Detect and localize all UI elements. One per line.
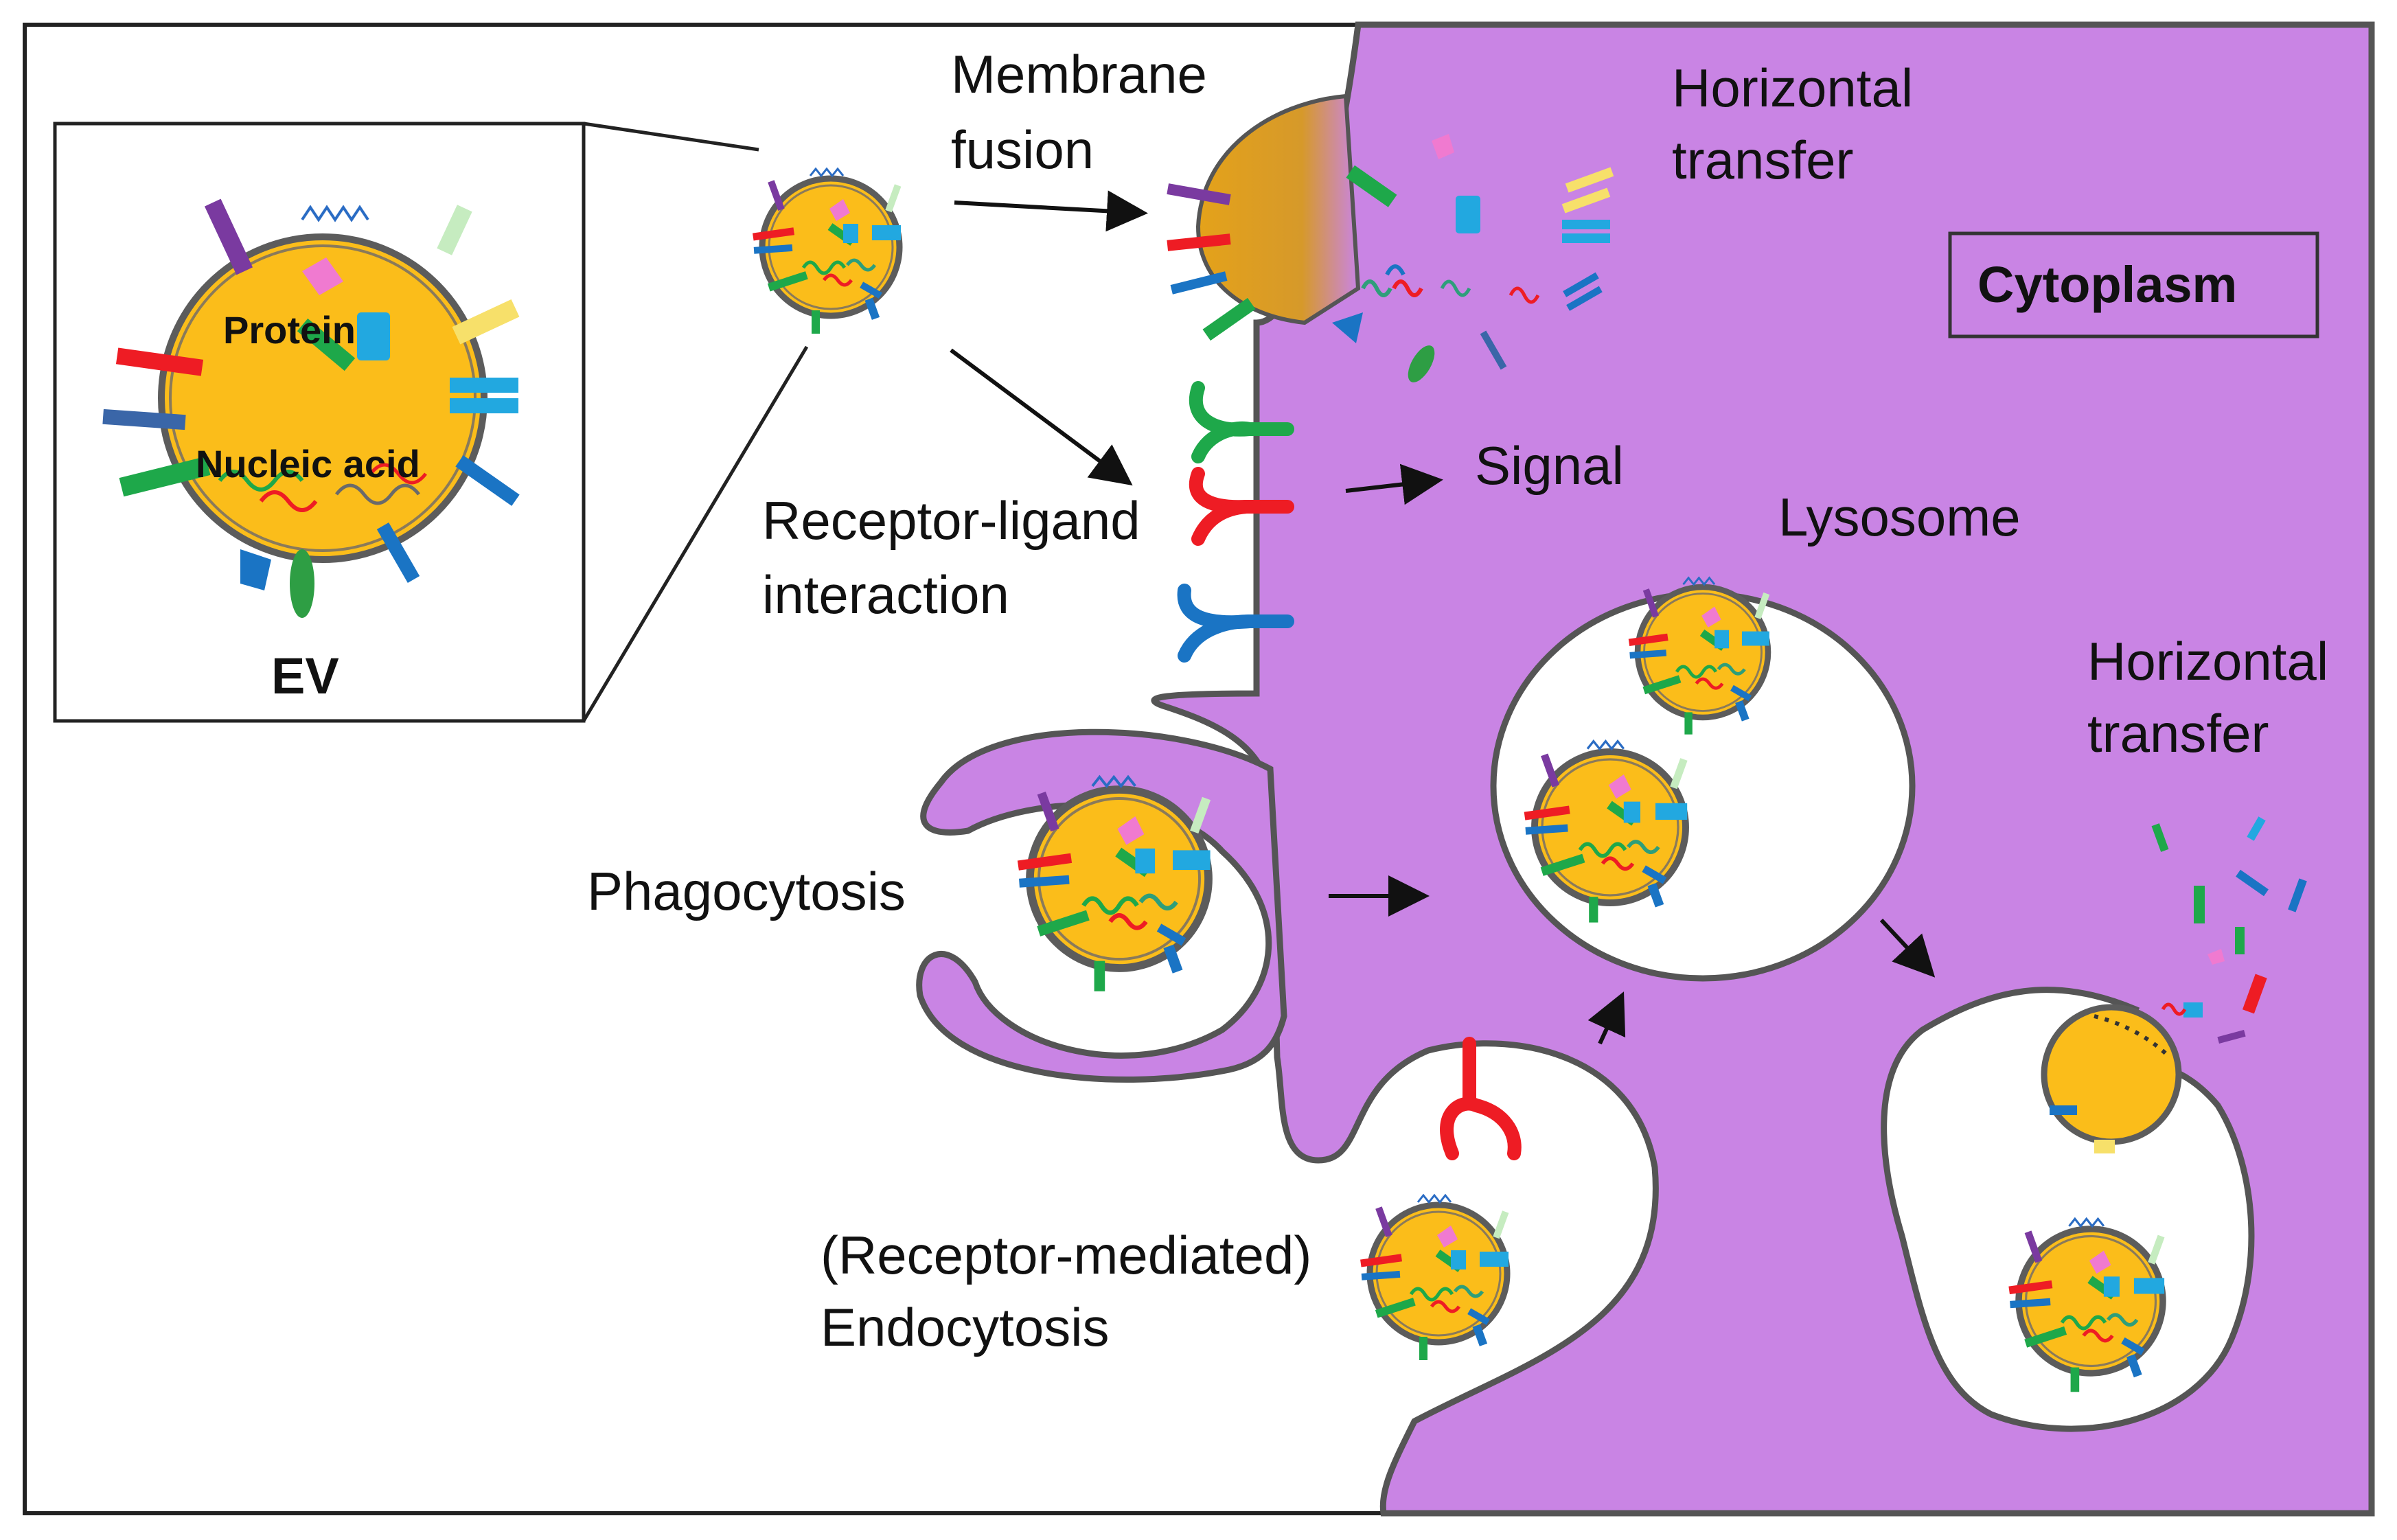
arrow-endosome-to-lysosome	[1587, 991, 1626, 1045]
fused-ev-receptor	[1202, 297, 1256, 341]
label-membrane-fusion-1: Membrane	[951, 44, 1207, 104]
phagocytic-cup	[916, 728, 1287, 1083]
ev-enlarged	[102, 198, 520, 618]
label-lysosome: Lysosome	[1778, 487, 2021, 547]
label-horizontal-transfer-top-1: Horizontal	[1672, 58, 1913, 118]
label-ev: EV	[271, 647, 339, 704]
fused-ev-receptor	[1167, 183, 1231, 205]
label-horizontal-transfer-top-2: transfer	[1672, 130, 1853, 190]
receptor-blue	[1177, 584, 1294, 663]
inset-connector-top	[583, 122, 759, 152]
cytoplasm-label-box	[1948, 231, 2319, 338]
receptor-endocytosis	[1440, 1037, 1522, 1160]
label-receptor-ligand-2: interaction	[762, 564, 1009, 625]
label-receptor-ligand-1: Receptor-ligand	[762, 490, 1140, 551]
receptor-green	[1189, 381, 1294, 463]
label-ev-nucleic-acid: Nucleic acid	[196, 442, 420, 485]
rupturing-ev	[2041, 1004, 2182, 1153]
fused-ev-receptor	[1167, 233, 1231, 251]
label-ev-protein: Protein	[223, 308, 356, 352]
label-endocytosis-1: (Receptor-mediated)	[821, 1225, 1311, 1285]
label-horizontal-transfer-right-2: transfer	[2087, 703, 2269, 763]
label-cytoplasm: Cytoplasm	[1977, 256, 2237, 313]
arrow-receptor-ligand	[950, 348, 1133, 486]
label-phagocytosis: Phagocytosis	[587, 861, 906, 921]
receptor-red	[1189, 467, 1294, 546]
transfer-fragments-right	[2151, 816, 2307, 1044]
label-membrane-fusion-2: fusion	[951, 119, 1094, 180]
label-signal: Signal	[1475, 435, 1624, 496]
arrow-lysosome-to-vesicle	[1879, 918, 1936, 978]
inset-connector-bottom	[582, 345, 809, 722]
fused-ev	[1195, 93, 1361, 325]
transfer-fragments-top	[1332, 134, 1614, 382]
label-horizontal-transfer-right-1: Horizontal	[2087, 631, 2328, 691]
arrow-signal	[1345, 463, 1443, 505]
label-endocytosis-2: Endocytosis	[821, 1297, 1110, 1357]
arrow-membrane-fusion	[954, 190, 1148, 232]
fused-ev-receptor	[1170, 271, 1228, 295]
